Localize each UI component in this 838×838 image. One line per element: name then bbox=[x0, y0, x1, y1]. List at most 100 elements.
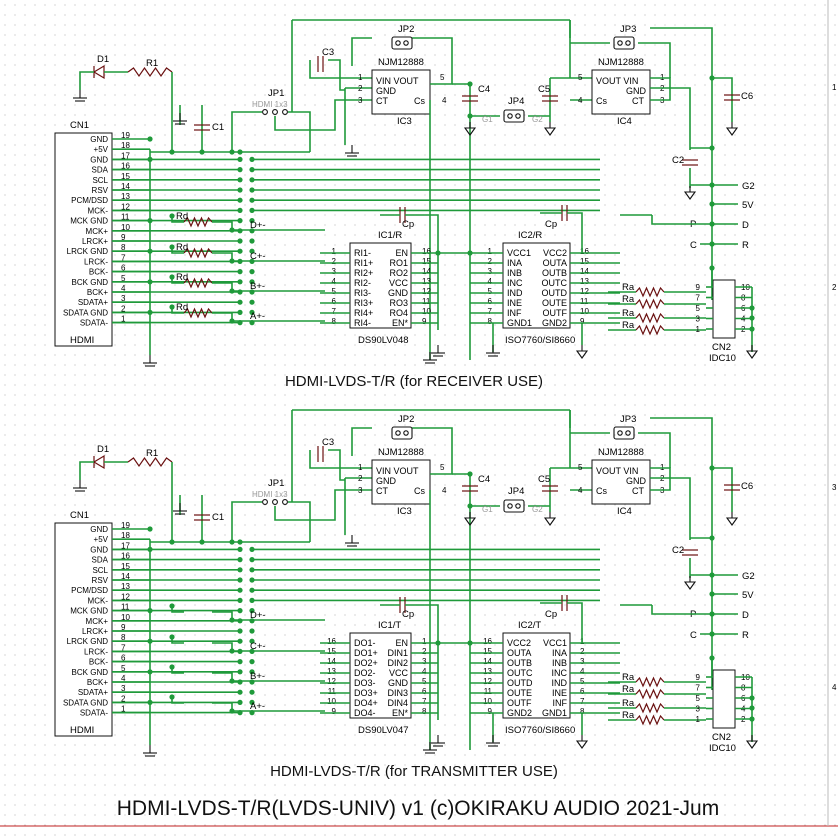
ra-label: Ra bbox=[622, 308, 635, 319]
ic1-ref: IC1/T bbox=[378, 620, 401, 631]
junction-dot bbox=[237, 197, 243, 203]
jp1-wire bbox=[231, 501, 262, 542]
ground-symbol bbox=[431, 345, 445, 357]
capacitor-symbol bbox=[682, 159, 698, 166]
cn1-pin-label: MCK- bbox=[88, 596, 109, 605]
ic2-right-num: 4 bbox=[580, 667, 585, 676]
jp1-pin bbox=[282, 109, 288, 115]
jp1-pin bbox=[262, 499, 268, 505]
cn2-left-num: 9 bbox=[696, 673, 701, 682]
ic2-left-num: 11 bbox=[484, 687, 493, 696]
ground-triangle bbox=[543, 127, 557, 136]
cn1-pin-number: 11 bbox=[121, 213, 130, 222]
ic1-right-pin: EN bbox=[395, 638, 408, 648]
junction-dot bbox=[237, 628, 243, 634]
ic3-out-wire bbox=[412, 37, 453, 85]
cn1-pin-label: LRCK GND bbox=[67, 247, 109, 256]
junction-dot bbox=[237, 269, 243, 275]
ic4-part: NJM12888 bbox=[598, 447, 644, 458]
ra-label: Ra bbox=[622, 698, 635, 709]
pair-label: D+- bbox=[250, 610, 266, 621]
r1-label: R1 bbox=[146, 58, 158, 69]
net-label-0: G2 bbox=[742, 181, 755, 192]
ic1-left-pin: DO4- bbox=[354, 708, 376, 718]
junction-dot bbox=[169, 664, 175, 670]
junction-dot bbox=[237, 187, 243, 193]
cn1-pin-label: SDATA+ bbox=[78, 298, 108, 307]
ic1-right-pin: DIN4 bbox=[387, 698, 408, 708]
resistor-symbol bbox=[183, 216, 213, 228]
ic2-ref: IC2/R bbox=[518, 230, 542, 241]
cn1-name: HDMI bbox=[70, 335, 94, 346]
cp1-wire bbox=[405, 214, 439, 330]
junction-dot bbox=[237, 577, 243, 583]
jumper-pad bbox=[403, 40, 409, 46]
ic2-left-pin: GND2 bbox=[507, 708, 532, 718]
ic1-left-pin: DO3- bbox=[354, 678, 376, 688]
resistor-symbol bbox=[183, 307, 213, 319]
junction-dot bbox=[147, 248, 153, 254]
rd-label: Rd bbox=[176, 242, 188, 253]
ic3-gnd: GND bbox=[376, 476, 397, 486]
pair-label: D+- bbox=[250, 220, 266, 231]
ic1-right-pin: EN* bbox=[392, 318, 409, 328]
ic2-left-pin: INC bbox=[507, 278, 523, 288]
cn1-pin-number: 1 bbox=[121, 315, 126, 324]
jumper-symbol bbox=[391, 426, 413, 440]
ic3-part: NJM12888 bbox=[378, 57, 424, 68]
cn1-pin-number: 19 bbox=[121, 131, 130, 140]
jumper-pad bbox=[617, 40, 623, 46]
ic1-right-pin: RO1 bbox=[389, 258, 408, 268]
cp2-label: Cp bbox=[545, 609, 557, 620]
jp1-center-wire bbox=[274, 489, 345, 521]
resistor-zigzag bbox=[183, 307, 213, 319]
resistor-zigzag bbox=[635, 312, 665, 324]
pair-label: A+- bbox=[250, 701, 265, 712]
junction-dot bbox=[237, 567, 243, 573]
junction-dot bbox=[749, 326, 755, 332]
ic2-left-pin: GND1 bbox=[507, 318, 532, 328]
junction-dot bbox=[749, 705, 755, 711]
d-wire bbox=[651, 605, 738, 615]
c2-label: C2 bbox=[672, 545, 684, 556]
resistor-zigzag bbox=[635, 702, 665, 714]
resistor-symbol bbox=[635, 324, 665, 336]
ground-triangle-symbol bbox=[463, 122, 477, 136]
ic2-right-num: 16 bbox=[580, 247, 589, 256]
cn1-pin-label: GND bbox=[90, 155, 108, 164]
cn1-pin-number: 8 bbox=[121, 633, 126, 642]
resistor-zigzag bbox=[183, 216, 213, 228]
cn2-name: IDC10 bbox=[709, 353, 736, 364]
junction-dot bbox=[249, 238, 255, 244]
ic2-right-pin: OUTC bbox=[542, 278, 568, 288]
ic1-left-num: 7 bbox=[332, 307, 337, 316]
ground-symbol bbox=[431, 735, 445, 747]
jp1-sublabel: HDMI 1x3 bbox=[252, 490, 288, 499]
junction-dot bbox=[237, 248, 243, 254]
junction-dot bbox=[147, 546, 153, 553]
cn1-pin-number: 16 bbox=[121, 162, 130, 171]
jp4-left: G1 bbox=[482, 115, 493, 124]
cn2-left-num: 1 bbox=[696, 715, 701, 724]
cn2-left-num: 1 bbox=[696, 325, 701, 334]
ic3-pinnum: 1 bbox=[358, 73, 363, 82]
ground-symbol bbox=[423, 742, 437, 754]
cn2-left-num: 3 bbox=[696, 315, 701, 324]
ic2-right-num: 14 bbox=[580, 267, 589, 276]
ic2-right-pin: OUTB bbox=[542, 268, 567, 278]
ground-triangle bbox=[463, 517, 477, 526]
jp3-wire bbox=[638, 432, 671, 468]
junction-dot bbox=[237, 689, 243, 695]
ground-triangle bbox=[543, 517, 557, 526]
d-wire bbox=[651, 215, 738, 225]
cp1-wire bbox=[405, 604, 439, 720]
ground-symbol bbox=[345, 535, 359, 547]
resistor-symbol bbox=[635, 688, 665, 700]
ic2-right-num: 6 bbox=[580, 687, 585, 696]
ic3-pinnum: 2 bbox=[358, 84, 363, 93]
